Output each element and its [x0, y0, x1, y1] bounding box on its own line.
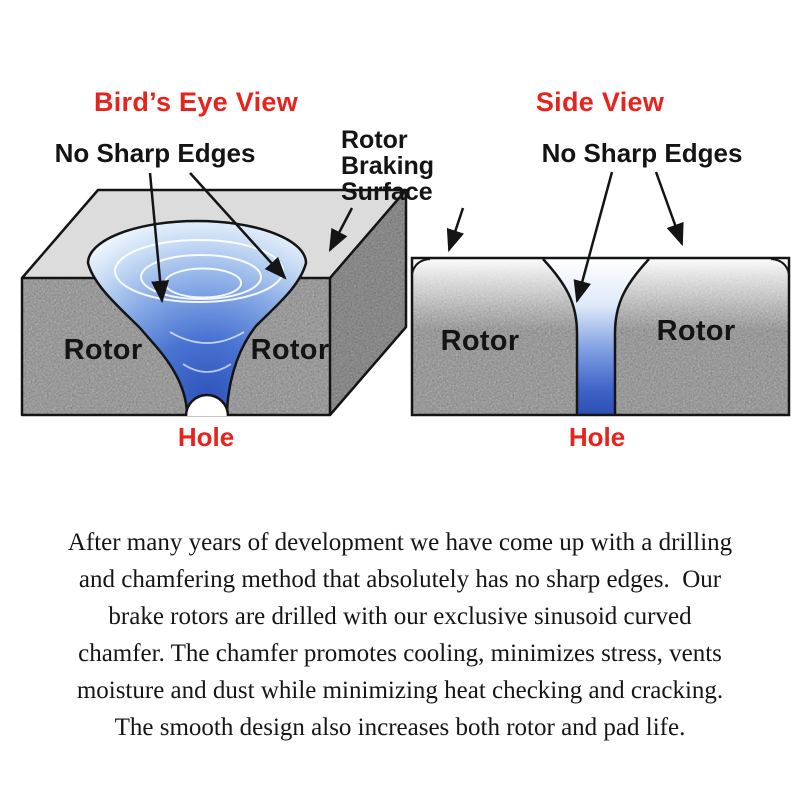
rotor-braking-surface-label: Rotor Braking Surface: [341, 127, 434, 205]
drilled-hole-channel: [543, 259, 649, 414]
birds-eye-rotor-left-label: Rotor: [63, 334, 143, 366]
description-paragraph: After many years of development we have …: [0, 524, 800, 746]
arrow-no-sharp-right-1: [573, 171, 614, 304]
channel-chamfer-walls: [542, 258, 650, 414]
arrow-braking-surface-right: [446, 207, 465, 253]
arrow-no-sharp-right-2: [654, 171, 684, 247]
paragraph-line: After many years of development we have …: [67, 529, 733, 556]
callout-arrows: [148, 171, 684, 304]
birds-eye-hole-label: Hole: [177, 422, 235, 452]
side-view-hole-label: Hole: [568, 422, 626, 452]
through-hole-notch: [184, 393, 230, 417]
chamfer-contour-lines: [114, 239, 284, 373]
chamfered-hole-funnel: [86, 219, 308, 415]
no-sharp-edges-left-label: No Sharp Edges: [54, 138, 256, 168]
no-sharp-edges-right-label: No Sharp Edges: [541, 138, 743, 168]
arrow-no-sharp-left-2: [189, 172, 287, 280]
paragraph-line: and chamfering method that absolutely ha…: [78, 566, 722, 593]
birds-eye-rotor-right-label: Rotor: [250, 334, 330, 366]
side-view-block: [410, 256, 791, 417]
side-view-rotor-left-label: Rotor: [440, 325, 520, 357]
paragraph-line: brake rotors are drilled with our exclus…: [108, 603, 692, 630]
paragraph-line: moisture and dust while minimizing heat …: [76, 677, 724, 704]
rotor-diagram: [20, 171, 791, 417]
paragraph-line: chamfer. The chamfer promotes cooling, m…: [78, 640, 722, 667]
birds-eye-right-face: [330, 190, 406, 415]
birds-eye-block: [20, 188, 408, 417]
rotor-braking-surface-line-2: Braking: [341, 152, 435, 180]
rotor-braking-surface-line-3: Surface: [341, 178, 433, 206]
arrow-braking-surface-left: [328, 207, 354, 252]
arrow-no-sharp-left-1: [148, 172, 170, 304]
birds-eye-title: Bird’s Eye View: [93, 87, 299, 117]
side-view-outline: [410, 256, 791, 417]
side-view-title: Side View: [535, 87, 665, 117]
rotor-braking-surface-line-1: Rotor: [341, 126, 408, 154]
side-view-rotor-right-label: Rotor: [656, 315, 736, 347]
paragraph-line: The smooth design also increases both ro…: [114, 714, 686, 741]
